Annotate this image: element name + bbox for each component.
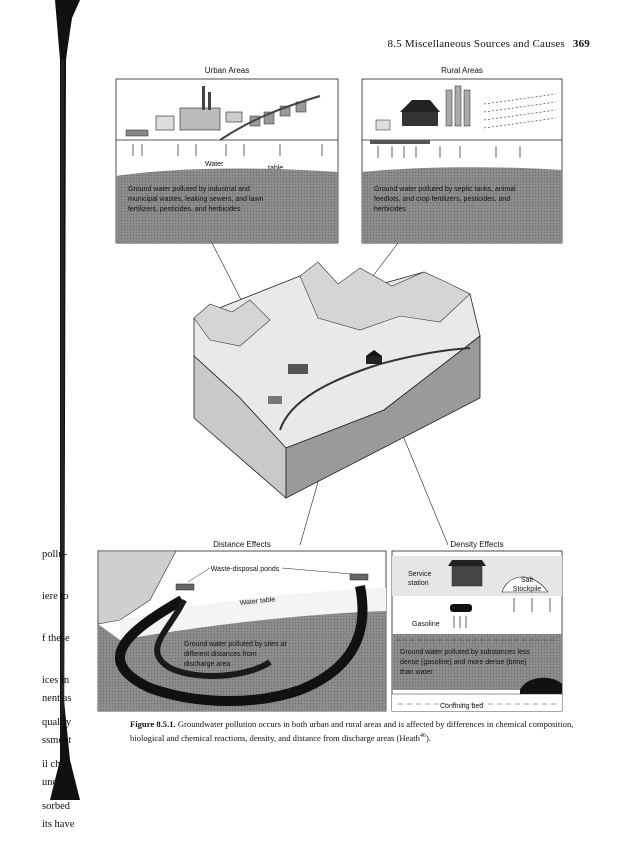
- urban-description-line-3: fertilizers, pesticides, and herbicides: [128, 206, 241, 213]
- urban-areas-title: Urban Areas: [205, 66, 249, 75]
- caption-text: Groundwater pollution occurs in both urb…: [130, 719, 573, 743]
- distance-description-line-2: different distances from: [184, 651, 257, 658]
- urban-description-line-2: municipal wastes, leaking sewers, and la…: [128, 196, 264, 203]
- caption-end: ).: [426, 733, 431, 743]
- groundwater-pollution-figure: Urban Areas Water table Ground wa: [0, 0, 618, 800]
- figure-label: Figure 8.5.1.: [130, 719, 176, 729]
- rural-description-line-1: Ground water polluted by septic tanks, a…: [374, 186, 516, 193]
- urban-areas-panel: Urban Areas Water table Ground wa: [116, 66, 338, 243]
- salt-label-1: Salt: [521, 577, 533, 584]
- density-effects-title: Density Effects: [450, 540, 503, 549]
- distance-description-line-3: discharge area: [184, 661, 230, 668]
- distance-description-line-1: Ground water polluted by sites at: [184, 641, 286, 648]
- rural-description-line-3: herbicides: [374, 206, 406, 213]
- distance-effects-panel: Distance Effects Waste-disposal ponds Wa…: [98, 540, 386, 711]
- figure-caption: Figure 8.5.1. Groundwater pollution occu…: [130, 718, 582, 744]
- gasoline-label: Gasoline: [412, 621, 440, 628]
- water-label: Water: [205, 161, 224, 168]
- salt-label-2: Stockpile: [513, 586, 542, 593]
- service-station-label-1: Service: [408, 571, 431, 578]
- rural-description-line-2: feedlots, and crop fertilizers, pesticid…: [374, 196, 510, 203]
- distance-effects-title: Distance Effects: [213, 540, 271, 549]
- density-effects-panel: Density Effects Service station Salt Sto…: [392, 540, 562, 711]
- service-station-label-2: station: [408, 580, 429, 587]
- ponds-label: Waste-disposal ponds: [211, 566, 280, 573]
- rural-areas-title: Rural Areas: [441, 66, 483, 75]
- confining-bed-label: Confining bed: [440, 703, 483, 710]
- density-description-line-3: than water: [400, 669, 433, 676]
- rural-areas-panel: Rural Areas Ground water polluted by sep…: [362, 66, 562, 243]
- density-description-line-2: dense (gasoline) and more dense (brine): [400, 659, 526, 666]
- block-diagram: [194, 262, 480, 498]
- density-description-line-1: Ground water polluted by substances less: [400, 649, 530, 656]
- urban-description-line-1: Ground water polluted by industrial and: [128, 186, 250, 193]
